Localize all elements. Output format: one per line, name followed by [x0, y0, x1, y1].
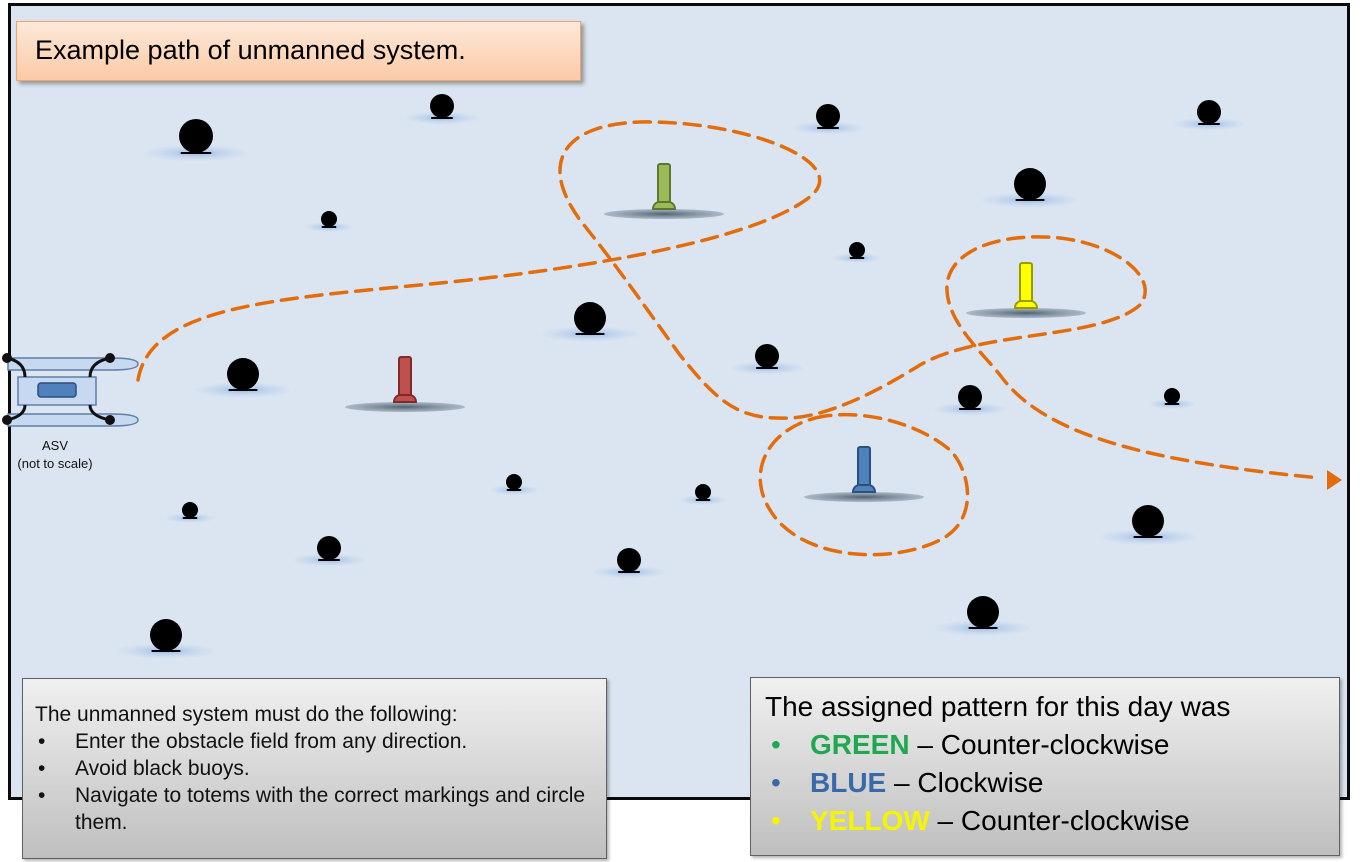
separator: –	[929, 805, 961, 836]
color-name: YELLOW	[810, 805, 930, 836]
separator: –	[886, 767, 918, 798]
vehicle-path	[136, 120, 1322, 557]
direction: Clockwise	[917, 767, 1044, 798]
path-arrow-icon	[1327, 470, 1342, 490]
obstacle-field	[8, 3, 1350, 800]
black-buoy-icon	[731, 344, 803, 375]
pattern-heading: The assigned pattern for this day was	[765, 691, 1231, 722]
pattern-box: The assigned pattern for this day was • G…	[750, 677, 1340, 856]
path-segment	[136, 120, 1322, 480]
bullet-icon: •	[771, 729, 781, 760]
title-box: Example path of unmanned system.	[16, 21, 581, 81]
totem-icon	[604, 163, 724, 219]
page-title: Example path of unmanned system.	[35, 35, 466, 65]
direction: Counter-clockwise	[940, 729, 1170, 760]
black-buoy-icon	[792, 104, 864, 135]
black-buoy-icon	[406, 94, 478, 125]
totem-group	[345, 163, 1086, 502]
direction: Counter-clockwise	[960, 805, 1190, 836]
black-buoy-icon	[1173, 100, 1245, 131]
totem-icon	[966, 262, 1086, 318]
asv-scale-note: (not to scale)	[17, 456, 93, 471]
black-buoy-icon	[145, 119, 247, 161]
rule-item: Navigate to totems with the correct mark…	[35, 782, 596, 836]
pattern-item-blue: • BLUE – Clockwise	[765, 764, 1329, 802]
black-buoy-icon	[195, 358, 291, 398]
rule-item: Avoid black buoys.	[35, 755, 596, 782]
bullet-icon: •	[771, 805, 781, 836]
black-buoy-icon	[166, 502, 214, 523]
black-buoy-icon	[1100, 505, 1196, 545]
buoy-group	[118, 94, 1245, 659]
pattern-item-green: • GREEN – Counter-clockwise	[765, 726, 1329, 764]
pattern-list: • GREEN – Counter-clockwise • BLUE – Clock…	[765, 726, 1329, 840]
separator: –	[909, 729, 941, 760]
black-buoy-icon	[593, 548, 665, 579]
black-buoy-icon	[679, 484, 727, 505]
black-buoy-icon	[982, 168, 1078, 208]
black-buoy-icon	[934, 385, 1006, 416]
black-buoy-icon	[490, 474, 538, 495]
rules-heading: The unmanned system must do the followin…	[35, 703, 458, 726]
totem-icon	[345, 356, 465, 412]
black-buoy-icon	[935, 596, 1031, 636]
color-name: GREEN	[810, 729, 910, 760]
black-buoy-icon	[833, 242, 881, 263]
rules-list: Enter the obstacle field from any direct…	[35, 728, 596, 836]
color-name: BLUE	[810, 767, 887, 798]
bullet-icon: •	[771, 767, 781, 798]
pattern-item-yellow: • YELLOW – Counter-clockwise	[765, 802, 1329, 840]
totem-icon	[804, 446, 924, 502]
rules-box: The unmanned system must do the followin…	[22, 678, 607, 859]
black-buoy-icon	[542, 302, 638, 342]
asv-boat-icon	[2, 353, 139, 427]
rule-item: Enter the obstacle field from any direct…	[35, 728, 596, 755]
path-segment	[758, 412, 970, 557]
black-buoy-icon	[118, 619, 214, 659]
black-buoy-icon	[293, 536, 365, 567]
asv-name: ASV	[41, 438, 68, 453]
black-buoy-icon	[1148, 388, 1196, 409]
asv-label: ASV (not to scale)	[0, 437, 110, 473]
black-buoy-icon	[305, 211, 353, 232]
